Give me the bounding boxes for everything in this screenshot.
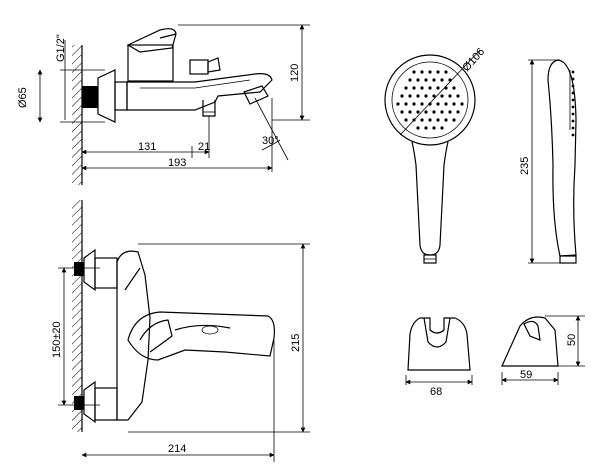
nozzle-dot xyxy=(436,102,440,106)
nozzle-dot xyxy=(432,94,436,98)
nozzle-dot xyxy=(404,118,408,122)
nozzle-dot xyxy=(416,126,420,130)
dim-59: 59 xyxy=(520,369,532,381)
nozzle-dot xyxy=(400,94,404,98)
nozzle-dot xyxy=(416,110,420,114)
nozzle-dot xyxy=(436,70,440,74)
holder-side: 59 50 xyxy=(501,315,585,385)
nozzle-dot xyxy=(444,70,448,74)
lever-side xyxy=(126,28,177,53)
nozzle-dot xyxy=(396,102,400,106)
nozzle-dot xyxy=(436,118,440,122)
nozzle-dot xyxy=(440,78,444,82)
shower-head xyxy=(384,54,476,146)
nozzle-dot xyxy=(428,118,432,122)
inlet-nut xyxy=(82,86,98,108)
nozzle-dot xyxy=(456,110,460,114)
holder-side-shape xyxy=(501,316,559,367)
shower-side-nozzles xyxy=(571,70,575,137)
nozzle-dot xyxy=(428,86,432,90)
nozzle-dot xyxy=(420,86,424,90)
wall-hatch-bottom xyxy=(72,200,82,432)
dim-235: 235 xyxy=(519,157,531,175)
dim-angle-30: 30° xyxy=(262,135,279,147)
dim-21: 21 xyxy=(198,141,210,153)
dim-68: 68 xyxy=(430,386,442,398)
nozzle-dot xyxy=(420,70,424,74)
nozzle-dot xyxy=(412,102,416,106)
dim-214: 214 xyxy=(168,443,186,455)
nozzle-dot xyxy=(416,78,420,82)
nozzle-dot xyxy=(432,126,436,130)
side-nozzle-dot xyxy=(571,119,575,123)
mixer-body-front xyxy=(116,250,151,421)
nozzle-dot xyxy=(428,70,432,74)
nozzle-dot xyxy=(440,110,444,114)
dim-193: 193 xyxy=(168,157,186,169)
hand-shower-side: 235 xyxy=(519,59,577,264)
side-nozzle-dot xyxy=(571,126,575,130)
nozzle-dot xyxy=(420,102,424,106)
dim-thread: G1/2" xyxy=(55,34,67,62)
side-nozzle-dot xyxy=(571,84,575,88)
hand-shower-front: Ø106 xyxy=(384,46,487,264)
nozzle-dot xyxy=(448,94,452,98)
dim-50: 50 xyxy=(566,334,578,346)
nozzle-dot xyxy=(408,78,412,82)
side-nozzle-dot xyxy=(571,91,575,95)
nozzle-dot xyxy=(420,118,424,122)
dim-150-20: 150±20 xyxy=(51,321,63,358)
nozzle-dot xyxy=(440,94,444,98)
wall-hatch-top xyxy=(72,45,82,185)
nozzle-dot xyxy=(404,102,408,106)
nozzle-dot xyxy=(404,86,408,90)
nozzle-dot xyxy=(428,102,432,106)
shower-side-profile xyxy=(547,59,577,257)
nozzle-dot xyxy=(408,110,412,114)
holder-front: 68 xyxy=(405,317,473,398)
nozzle-dot xyxy=(424,110,428,114)
side-nozzle-dot xyxy=(571,112,575,116)
nozzle-dot xyxy=(432,110,436,114)
nozzle-dot xyxy=(424,94,428,98)
nozzle-dot xyxy=(424,126,428,130)
mixer-front-view: 150±20 215 214 xyxy=(51,200,310,462)
side-nozzle-dot xyxy=(571,98,575,102)
nozzle-dot xyxy=(412,70,416,74)
side-nozzle-dot xyxy=(571,70,575,74)
shower-nozzles xyxy=(396,70,464,130)
nozzle-dot xyxy=(456,94,460,98)
nozzle-dot xyxy=(400,110,404,114)
mixer-side-view: Ø65 G1/2" 120 131 21 193 30° xyxy=(17,24,310,185)
nozzle-dot xyxy=(412,86,416,90)
nozzle-dot xyxy=(444,102,448,106)
side-nozzle-dot xyxy=(571,133,575,137)
nozzle-dot xyxy=(424,78,428,82)
dim-diameter-106: Ø106 xyxy=(460,46,487,74)
nozzle-dot xyxy=(408,94,412,98)
nozzle-dot xyxy=(432,78,436,82)
lever-front xyxy=(127,311,275,361)
dim-diameter-65: Ø65 xyxy=(17,87,29,108)
dim-height-120: 120 xyxy=(289,64,301,82)
side-nozzle-dot xyxy=(571,105,575,109)
nozzle-dot xyxy=(460,102,464,106)
shower-handle xyxy=(411,141,449,256)
nozzle-dot xyxy=(448,110,452,114)
nozzle-dot xyxy=(416,94,420,98)
nozzle-dot xyxy=(436,86,440,90)
nozzle-dot xyxy=(440,126,444,130)
dim-215: 215 xyxy=(290,334,302,352)
nozzle-dot xyxy=(452,118,456,122)
nozzle-dot xyxy=(452,86,456,90)
dim-131: 131 xyxy=(138,141,156,153)
holder-front-shape xyxy=(407,317,471,371)
nozzle-dot xyxy=(444,118,448,122)
nozzle-dot xyxy=(452,102,456,106)
side-nozzle-dot xyxy=(571,77,575,81)
